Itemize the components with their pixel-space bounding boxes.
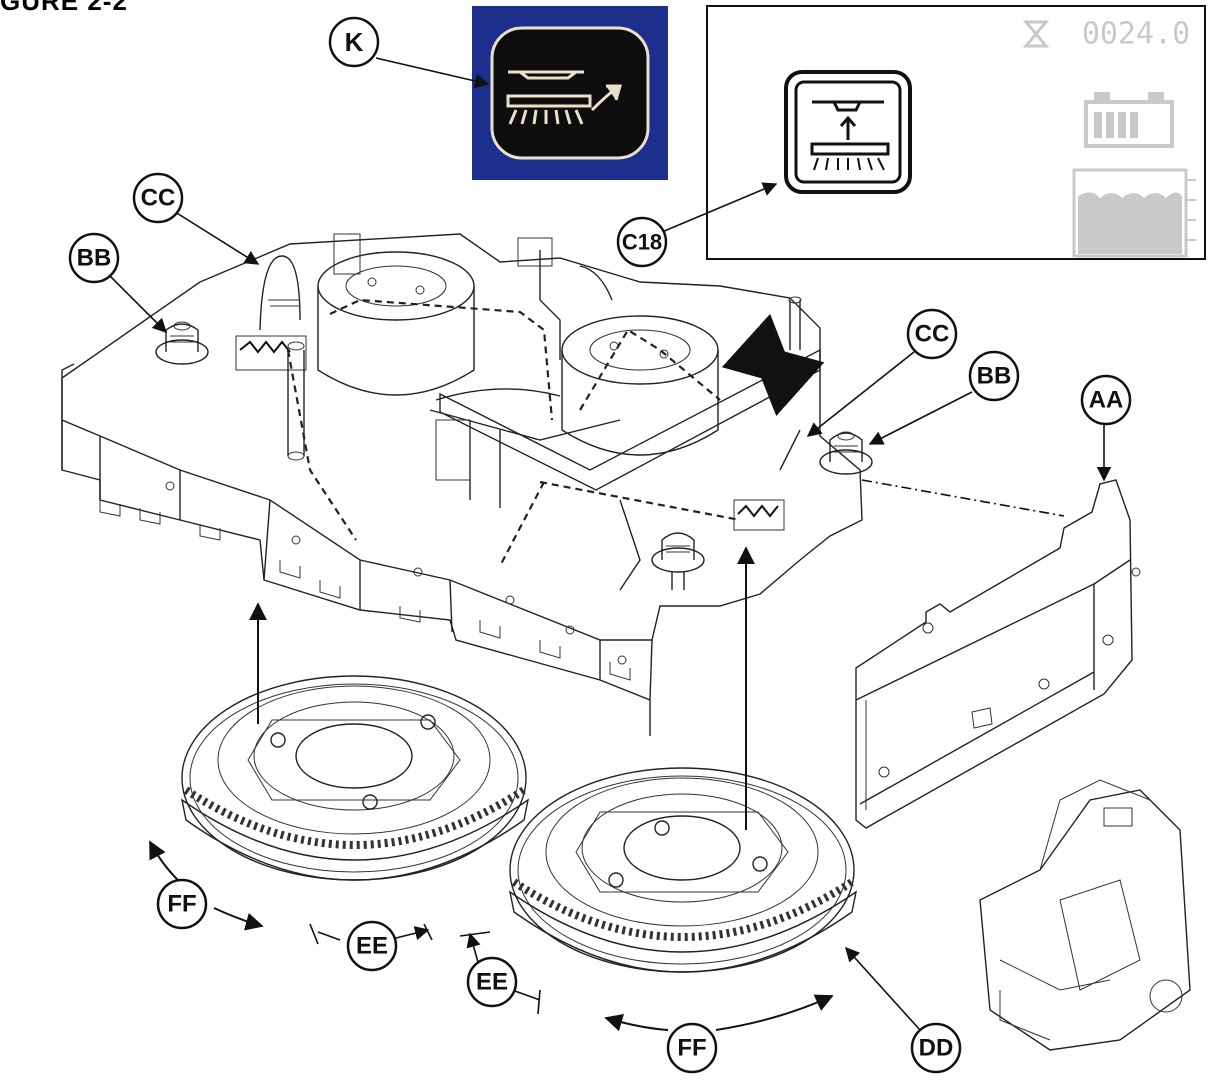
figure-heading: GURE 2-2 [0,0,128,16]
callout-cc-right-label: CC [915,321,950,348]
callout-bb-right-label: BB [977,363,1012,390]
callout-ee-right-label: EE [476,969,508,996]
brush-deck-raise-button-icon [506,70,622,125]
callout-cc-right: CC [906,308,958,360]
callout-c18-label: C18 [622,230,662,255]
plumbing [429,237,641,591]
left-brush-motor [317,233,475,396]
right-mount-knob [819,431,873,475]
callout-aa: AA [1080,374,1132,426]
brush-deck-button-panel [472,6,668,180]
callout-bb-right: BB [968,350,1020,402]
brush-deck-raise-icon [784,70,912,194]
callout-ff-right-label: FF [677,1035,706,1062]
callout-dd-label: DD [919,1035,954,1062]
callout-dd: DD [910,1022,962,1074]
lift-arm [439,296,821,491]
callout-aa-label: AA [1089,387,1124,414]
callout-ee-left: EE [346,920,398,972]
callout-k: K [328,16,380,68]
callout-bb-left-label: BB [77,245,112,272]
callout-k-label: K [345,27,364,57]
callout-ff-right: FF [666,1022,718,1074]
center-mount-knob [651,532,705,590]
machine-thumbnail [979,779,1191,1051]
leader-lines [107,57,1112,1031]
callout-c18: C18 [616,216,668,268]
left-spring [235,255,307,371]
callout-ff-left: FF [156,878,208,930]
right-brush-motor [561,315,719,456]
callout-ee-right: EE [466,956,518,1008]
left-mount-knob [155,321,209,365]
callout-bb-left: BB [68,232,120,284]
callout-cc-left-label: CC [141,185,176,212]
deck-post [287,341,305,461]
brush-deck-raise-button[interactable] [490,26,650,160]
battery-icon [1084,92,1174,148]
right-spring [733,429,801,531]
control-display-panel: 0024.0 [706,5,1206,260]
ee-gap-marks [309,923,541,1015]
right-brush-pad [508,767,858,973]
brush-deck-chassis [61,233,873,736]
left-brush-pad [180,675,530,881]
hourglass-icon [1022,20,1050,48]
side-skirt [855,479,1141,829]
hour-meter-readout: 0024.0 [1082,17,1190,52]
callout-ee-left-label: EE [356,933,388,960]
callout-cc-left: CC [132,172,184,224]
tank-level-icon [1072,168,1196,258]
callout-ff-left-label: FF [167,891,196,918]
callouts: K C18 CC BB CC BB [68,16,1132,1074]
lift-linkage [286,298,741,567]
